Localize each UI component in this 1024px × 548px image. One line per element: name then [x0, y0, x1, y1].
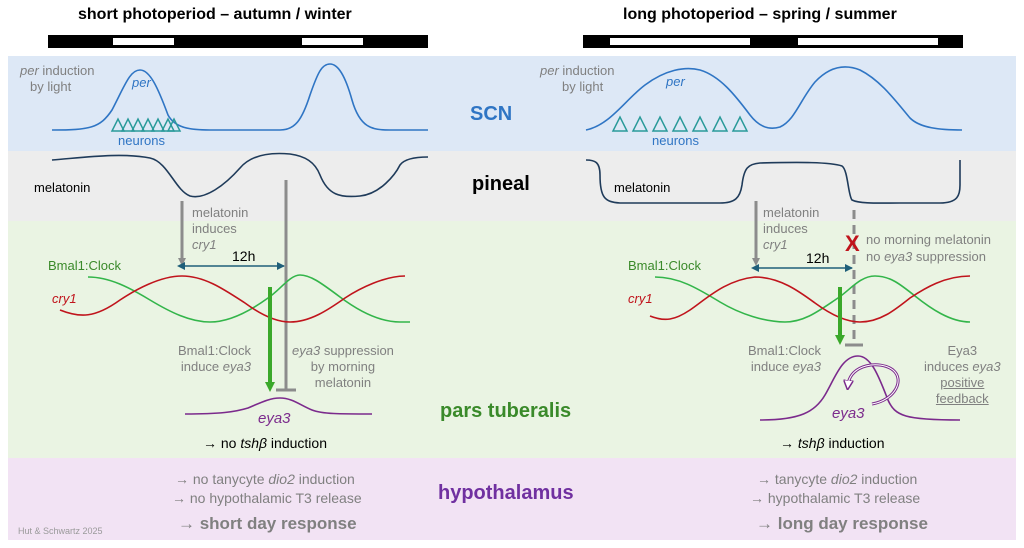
left-cry1-curve	[59, 275, 406, 323]
right-response: → long day response	[756, 514, 928, 533]
eya3-induces-label: Eya3 induces eya3 positive feedback	[924, 343, 1001, 406]
pineal-label: pineal	[472, 173, 530, 195]
right-per-label: per	[666, 74, 685, 89]
right-per-curve	[585, 66, 963, 131]
right-cry1-curve	[649, 275, 971, 323]
right-eya3-curve	[759, 355, 961, 421]
left-eya3-curve	[184, 397, 373, 415]
right-eya3-label: eya3	[832, 405, 865, 422]
hypothalamus-band	[8, 458, 1016, 540]
left-hypo-line2: → no hypothalamic T3 release	[172, 490, 362, 506]
left-bmal-induce-label: Bmal1:Clock induce eya3	[178, 343, 251, 374]
left-per-curve	[51, 63, 428, 131]
right-cry1-label: cry1	[628, 291, 653, 306]
right-photoperiod-bar	[583, 35, 963, 48]
no-morning-melatonin: no morning melatonin no eya3 suppression	[866, 232, 992, 264]
left-12h-label: 12h	[232, 248, 256, 264]
left-title: short photoperiod – autumn / winter	[78, 6, 352, 23]
right-melatonin-curve	[585, 159, 961, 204]
right-hypo-line2: → hypothalamic T3 release	[750, 490, 921, 506]
scn-label: SCN	[470, 103, 513, 125]
right-melatonin-induces: melatonin induces cry1	[763, 205, 820, 252]
left-neurons	[110, 117, 182, 132]
scn-band	[8, 56, 1016, 151]
left-tsh-label: → no tshβ induction	[203, 435, 327, 451]
right-bmal-label: Bmal1:Clock	[628, 258, 701, 273]
hypothalamus-label: hypothalamus	[438, 482, 574, 504]
right-neurons	[611, 115, 749, 132]
left-bmal-curve	[87, 274, 410, 323]
right-bmal-curve	[654, 275, 971, 323]
right-hypo-line1: → tanycyte dio2 induction	[757, 471, 918, 487]
left-per-label: per	[132, 75, 151, 90]
left-response: → short day response	[178, 514, 357, 533]
pars-tuberalis-band	[8, 221, 1016, 458]
right-per-induction: per induction	[540, 63, 615, 78]
right-12h-label: 12h	[806, 250, 830, 266]
right-by-light: by light	[562, 79, 604, 94]
left-photoperiod-bar	[48, 35, 428, 48]
right-title: long photoperiod – spring / summer	[623, 6, 897, 23]
x-mark-icon: X	[845, 231, 860, 256]
left-neurons-label: neurons	[118, 133, 165, 148]
credit: Hut & Schwartz 2025	[18, 526, 103, 536]
left-melatonin-label: melatonin	[34, 180, 91, 195]
left-per-induction: per induction	[20, 63, 95, 78]
pars-tuberalis-label: pars tuberalis	[440, 400, 572, 422]
left-suppression-label: eya3 suppression by morning melatonin	[292, 343, 394, 390]
left-bmal-label: Bmal1:Clock	[48, 258, 121, 273]
left-hypo-line1: → no tanycyte dio2 induction	[175, 471, 355, 487]
left-melatonin-induces: melatonin induces cry1	[192, 205, 249, 252]
left-eya3-label: eya3	[258, 410, 291, 427]
left-by-light: by light	[30, 79, 72, 94]
left-cry1-label: cry1	[52, 291, 77, 306]
right-bmal-induce-label: Bmal1:Clock induce eya3	[748, 343, 821, 374]
right-neurons-label: neurons	[652, 133, 699, 148]
right-melatonin-label: melatonin	[614, 180, 671, 195]
right-tsh-label: → tshβ induction	[780, 435, 885, 451]
left-melatonin-curve	[51, 152, 429, 198]
